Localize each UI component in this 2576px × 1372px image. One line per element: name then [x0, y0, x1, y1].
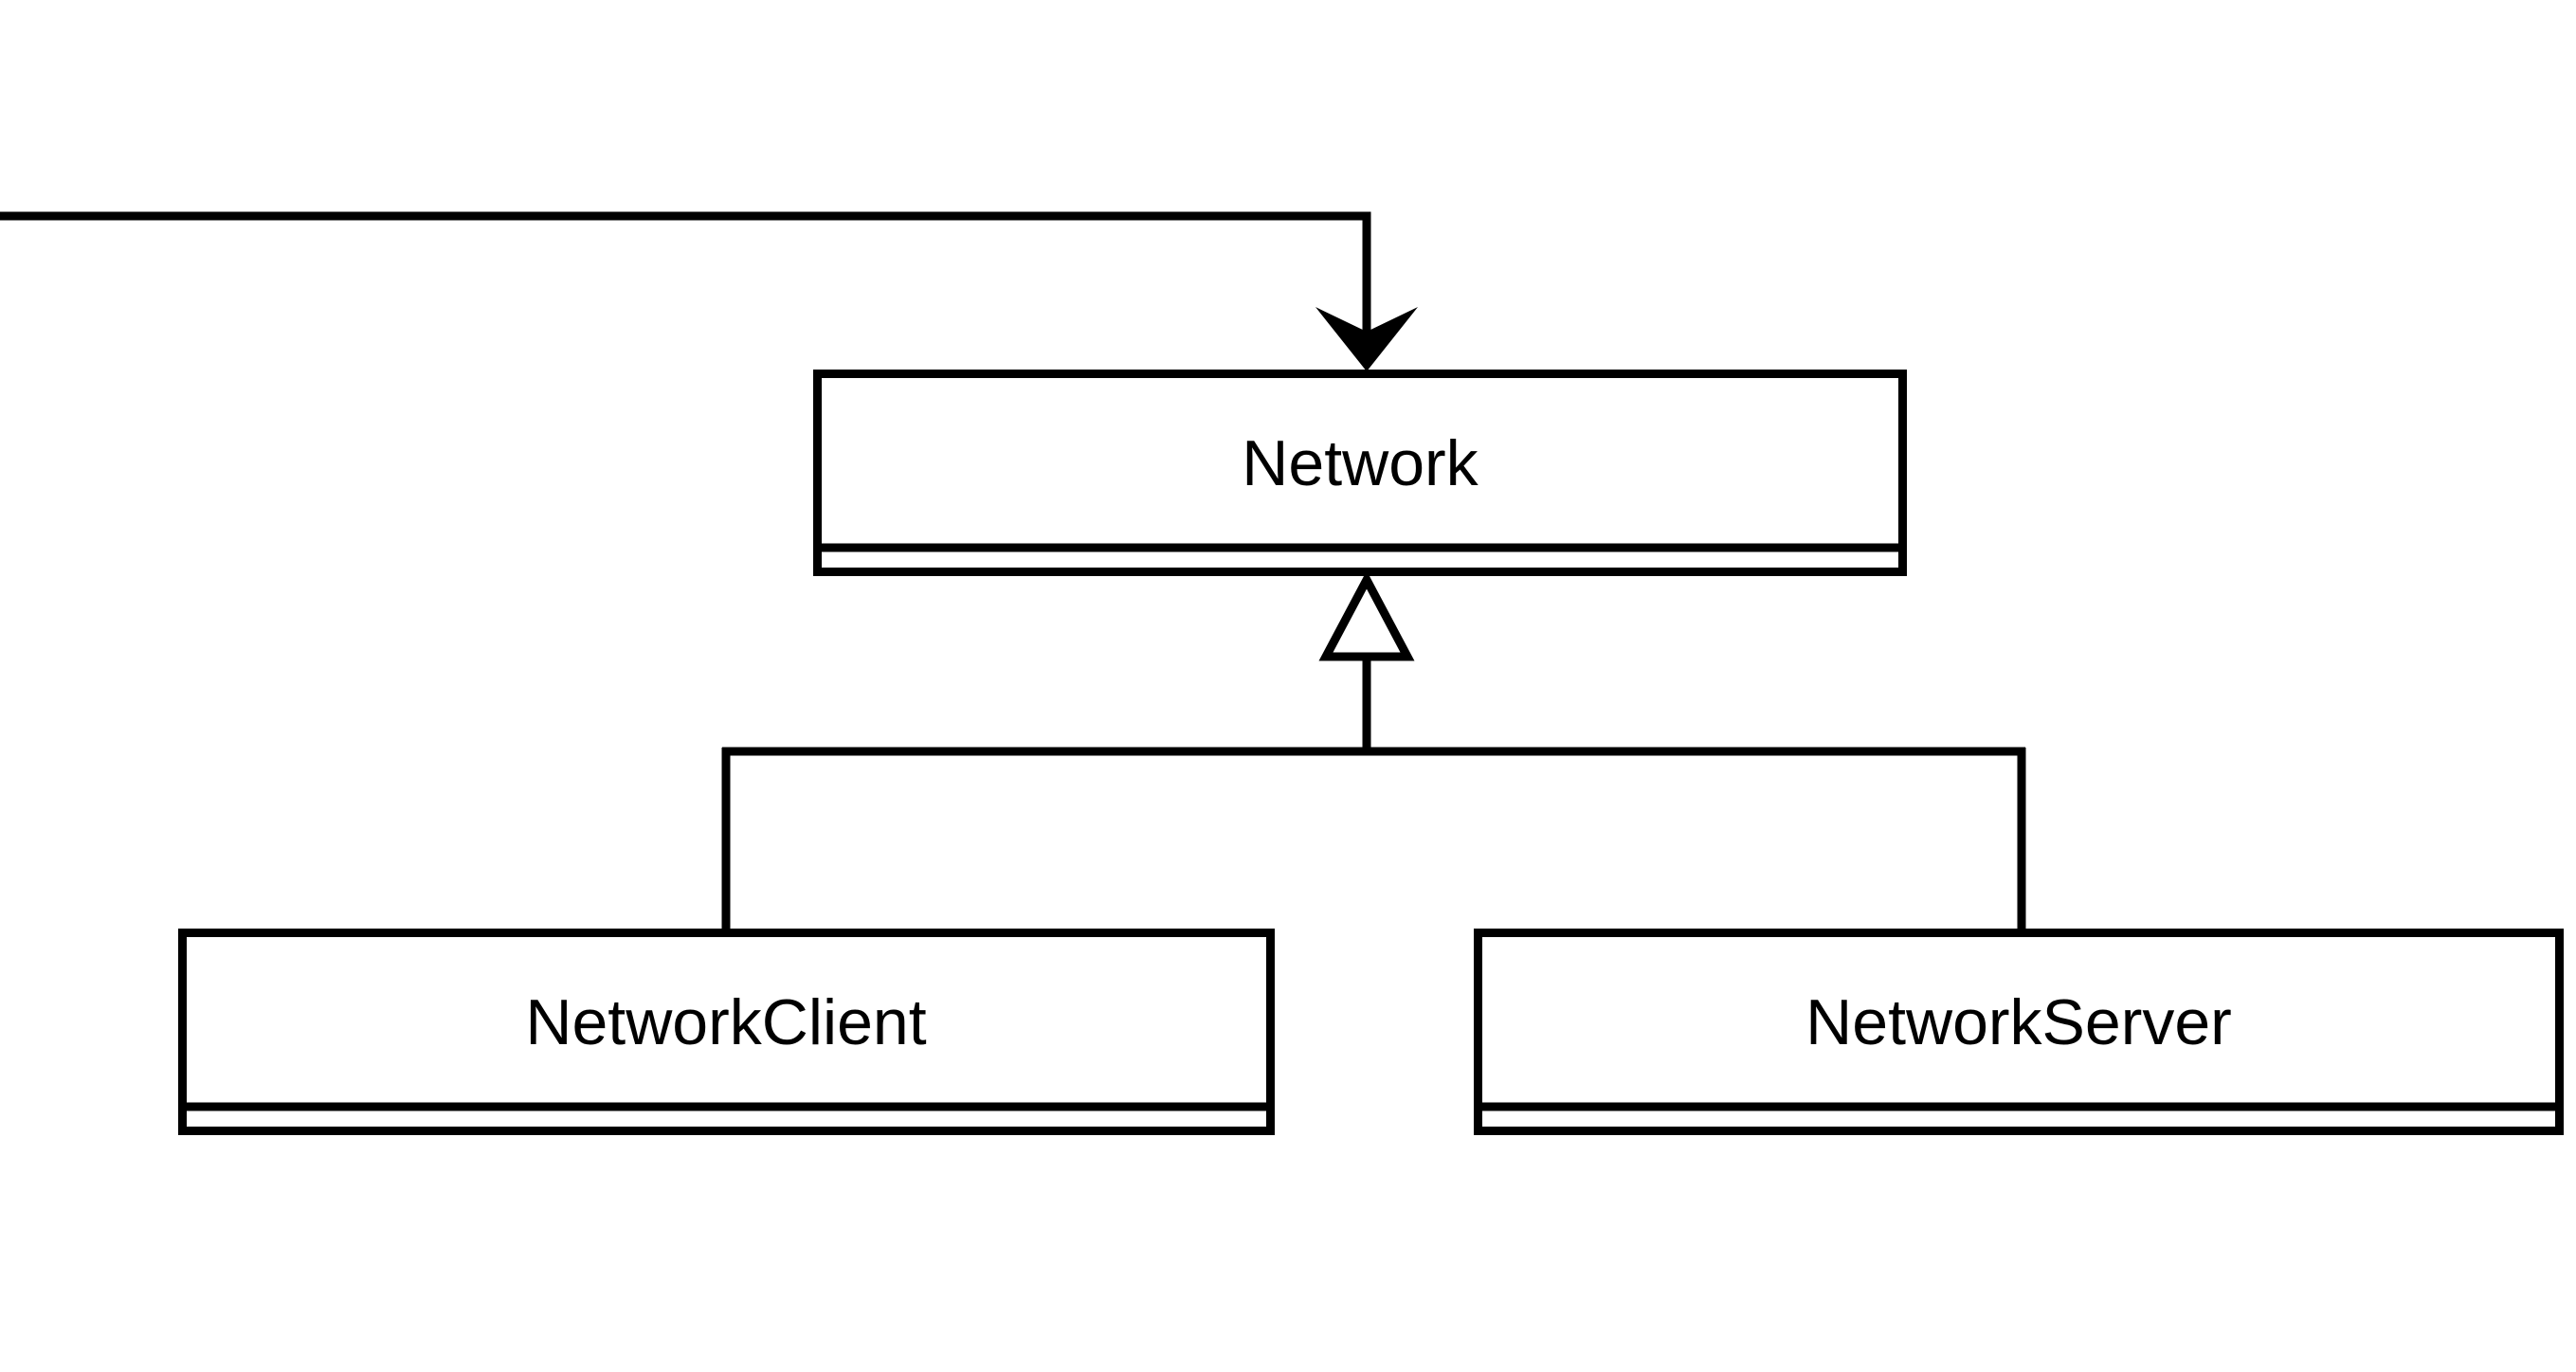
- edge-incoming-dependency[interactable]: [0, 211, 1418, 371]
- network-client-box-outline: [178, 929, 1275, 1135]
- generalization-arrowhead-group[interactable]: [1318, 570, 1415, 661]
- network-server-box-outline: [1474, 929, 2564, 1135]
- filled-arrowhead-icon: [1315, 307, 1418, 371]
- network-server-class-name: NetworkServer: [1805, 986, 2232, 1058]
- network-client-class-name: NetworkClient: [525, 986, 926, 1058]
- network-box-outline: [813, 370, 1907, 576]
- network-class-name: Network: [1242, 427, 1478, 499]
- generalization-connectors[interactable]: [721, 657, 2026, 932]
- class-box-network-server[interactable]: NetworkServer: [1474, 929, 2564, 1135]
- hollow-triangle-icon: [1318, 570, 1415, 661]
- class-box-network-client[interactable]: NetworkClient: [178, 929, 1275, 1135]
- incoming-dependency-line: [0, 211, 1371, 334]
- class-box-network[interactable]: Network: [813, 370, 1907, 576]
